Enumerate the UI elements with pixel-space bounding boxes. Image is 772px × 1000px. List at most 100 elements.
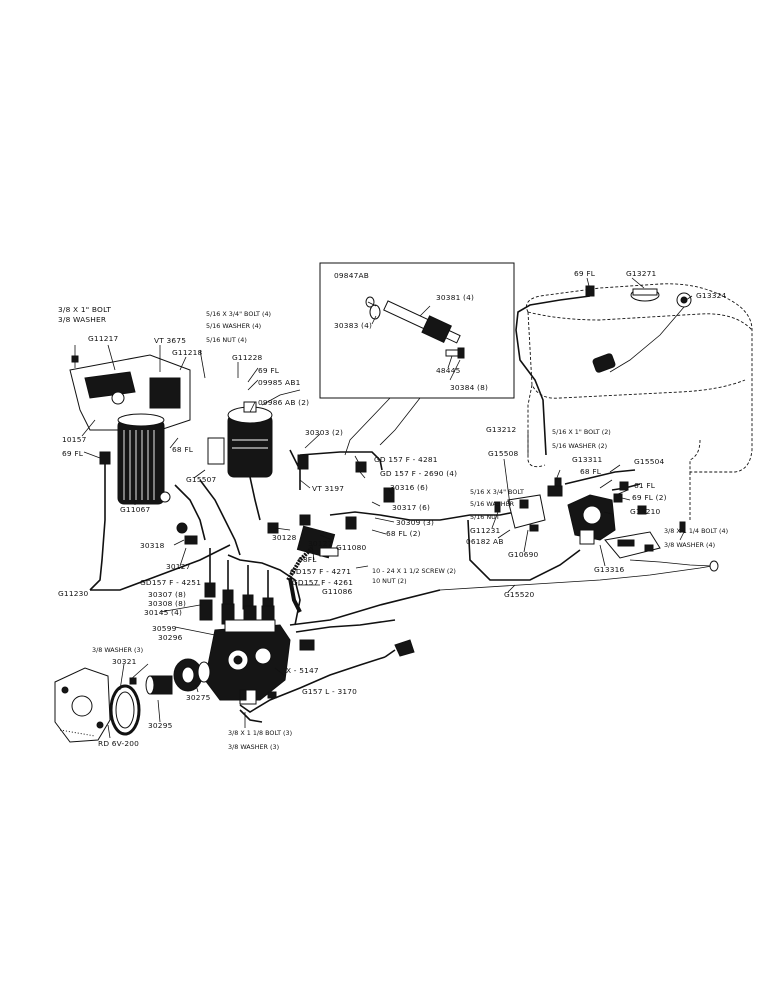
label-30383: 30383 (4) — [334, 321, 372, 330]
label-bolt2: 5/16 X 1" BOLT (2) — [552, 428, 611, 436]
label-30275: 30275 — [186, 693, 211, 702]
label-30127-a: 30127 — [166, 562, 191, 571]
label-washer4b: 3/8 WASHER (4) — [664, 541, 715, 549]
filter-element-g11067 — [117, 413, 165, 505]
label-30599: 30599 — [152, 624, 177, 633]
label-09847ab: 09847AB — [334, 271, 369, 280]
label-30316: 30316 (6) — [390, 483, 428, 492]
label-69fl-a: 69 FL — [258, 366, 280, 375]
filter-bracket-g11217 — [69, 345, 191, 431]
bolts-mount — [494, 501, 686, 552]
label-g11228: G11228 — [232, 353, 263, 362]
elbow-fitting-right — [299, 639, 415, 658]
label-g11080: G11080 — [336, 543, 367, 552]
part-labels: 3/8 X 1" BOLT 3/8 WASHER G11217 VT 3675 … — [58, 269, 728, 751]
final-filter-09986ab — [207, 389, 301, 478]
label-washer4: 5/16 WASHER (4) — [206, 322, 261, 330]
label-30309: 30309 (3) — [396, 518, 434, 527]
line-g15504 — [564, 469, 641, 491]
valve-block-g11080 — [296, 525, 339, 559]
gasket-30383 — [369, 304, 381, 320]
tank-fitting-69fl — [515, 285, 595, 456]
hose-g15520 — [629, 559, 719, 572]
label-69fl-2: 69 FL (2) — [632, 493, 667, 502]
label-gd2690: GD 157 F - 2690 (4) — [380, 469, 457, 478]
label-washer-m: 5/16 WASHER — [470, 500, 515, 508]
label-30318: 30318 — [140, 541, 165, 550]
label-bolt4b: 3/8 X 1 1/4 BOLT (4) — [664, 527, 728, 535]
tank-cap-g13271 — [630, 288, 660, 302]
label-washer-top: 3/8 WASHER — [58, 315, 106, 324]
fuel-pump-g13210 — [567, 494, 616, 545]
label-10157: 10157 — [62, 435, 87, 444]
hub-30295 — [145, 675, 173, 695]
label-g15520: G15520 — [504, 590, 535, 599]
leader-lines — [81, 277, 693, 739]
label-g157l3170: G157 L - 3170 — [302, 687, 357, 696]
fuel-lines — [174, 449, 713, 723]
inset-detail-box — [319, 262, 515, 456]
label-g13311: G13311 — [572, 455, 603, 464]
label-30381: 30381 (4) — [436, 293, 474, 302]
label-gd4281: GD 157 F - 4281 — [374, 455, 438, 464]
label-g13210: G13210 — [630, 507, 661, 516]
label-gd4261: GD157 F - 4261 — [292, 578, 353, 587]
label-washer2: 5/16 WASHER (2) — [552, 442, 607, 450]
shutoff-valve-g13311 — [547, 477, 563, 497]
label-nut-m: 5/16 NUT — [470, 513, 500, 521]
label-gd4251: GD157 F - 4251 — [140, 578, 201, 587]
label-g13212: G13212 — [486, 425, 516, 434]
label-g15507: G15507 — [186, 475, 217, 484]
banjo-fittings — [159, 454, 395, 545]
label-bolt4: 5/16 X 3/4" BOLT (4) — [206, 310, 271, 318]
label-nut10: 10 NUT (2) — [372, 577, 407, 585]
label-g11086: G11086 — [322, 587, 353, 596]
label-g11230: G11230 — [58, 589, 89, 598]
injection-lines — [199, 548, 275, 627]
label-bolt3: 3/8 X 1 1/8 BOLT (3) — [228, 729, 292, 737]
label-g13316: G13316 — [594, 565, 625, 574]
fitting-69fl-left — [89, 451, 111, 591]
label-washer3b: 3/8 WASHER (3) — [228, 743, 279, 751]
label-09985ab1: 09985 AB1 — [258, 378, 301, 387]
label-30128: 30128 — [272, 533, 297, 542]
label-68fl-2: 68 FL (2) — [386, 529, 421, 538]
label-30307: 30307 (8) — [148, 590, 186, 599]
label-g11067: G11067 — [120, 505, 151, 514]
label-g11231: G11231 — [470, 526, 501, 535]
label-g15508: G15508 — [488, 449, 519, 458]
label-washer3a: 3/8 WASHER (3) — [92, 646, 143, 654]
label-30317: 30317 (6) — [392, 503, 430, 512]
label-vt3675: VT 3675 — [154, 336, 186, 345]
label-68fl-c: 68 FL — [580, 467, 602, 476]
label-30321: 30321 — [112, 657, 137, 666]
injection-pump-30599 — [204, 619, 291, 705]
label-g13271: G13271 — [626, 269, 657, 278]
drive-gear-30296 — [173, 658, 203, 692]
washer-09847ab — [365, 296, 375, 308]
label-g11218: G11218 — [172, 348, 203, 357]
coupling-30275 — [197, 661, 211, 683]
label-g11217: G11217 — [88, 334, 119, 343]
fuel-tank — [526, 283, 753, 520]
label-g13324: G13324 — [696, 291, 727, 300]
label-69fl-tank: 69 FL — [574, 269, 596, 278]
bolt-washer-set — [129, 677, 277, 701]
label-30303: 30303 (2) — [305, 428, 343, 437]
label-68fl-b: 68FL — [298, 555, 317, 564]
label-30308: 30308 (8) — [148, 599, 186, 608]
label-30145: 30145 (4) — [144, 608, 182, 617]
nozzle-30381 — [383, 300, 461, 344]
label-30295: 30295 — [148, 721, 173, 730]
label-06182ab: 06182 AB — [466, 537, 504, 546]
label-g10690: G10690 — [508, 550, 539, 559]
adapter-plate-rd6v200 — [54, 667, 111, 743]
label-30127-b: 30127 — [308, 539, 333, 548]
return-hose-g11086 — [286, 546, 314, 613]
label-rd6v200: RD 6V-200 — [98, 739, 139, 748]
label-bolt-m: 5/16 X 3/4" BOLT — [470, 488, 524, 496]
label-61fl: 61 FL — [634, 481, 656, 490]
label-gd4271: GD157 F - 4271 — [290, 567, 351, 576]
